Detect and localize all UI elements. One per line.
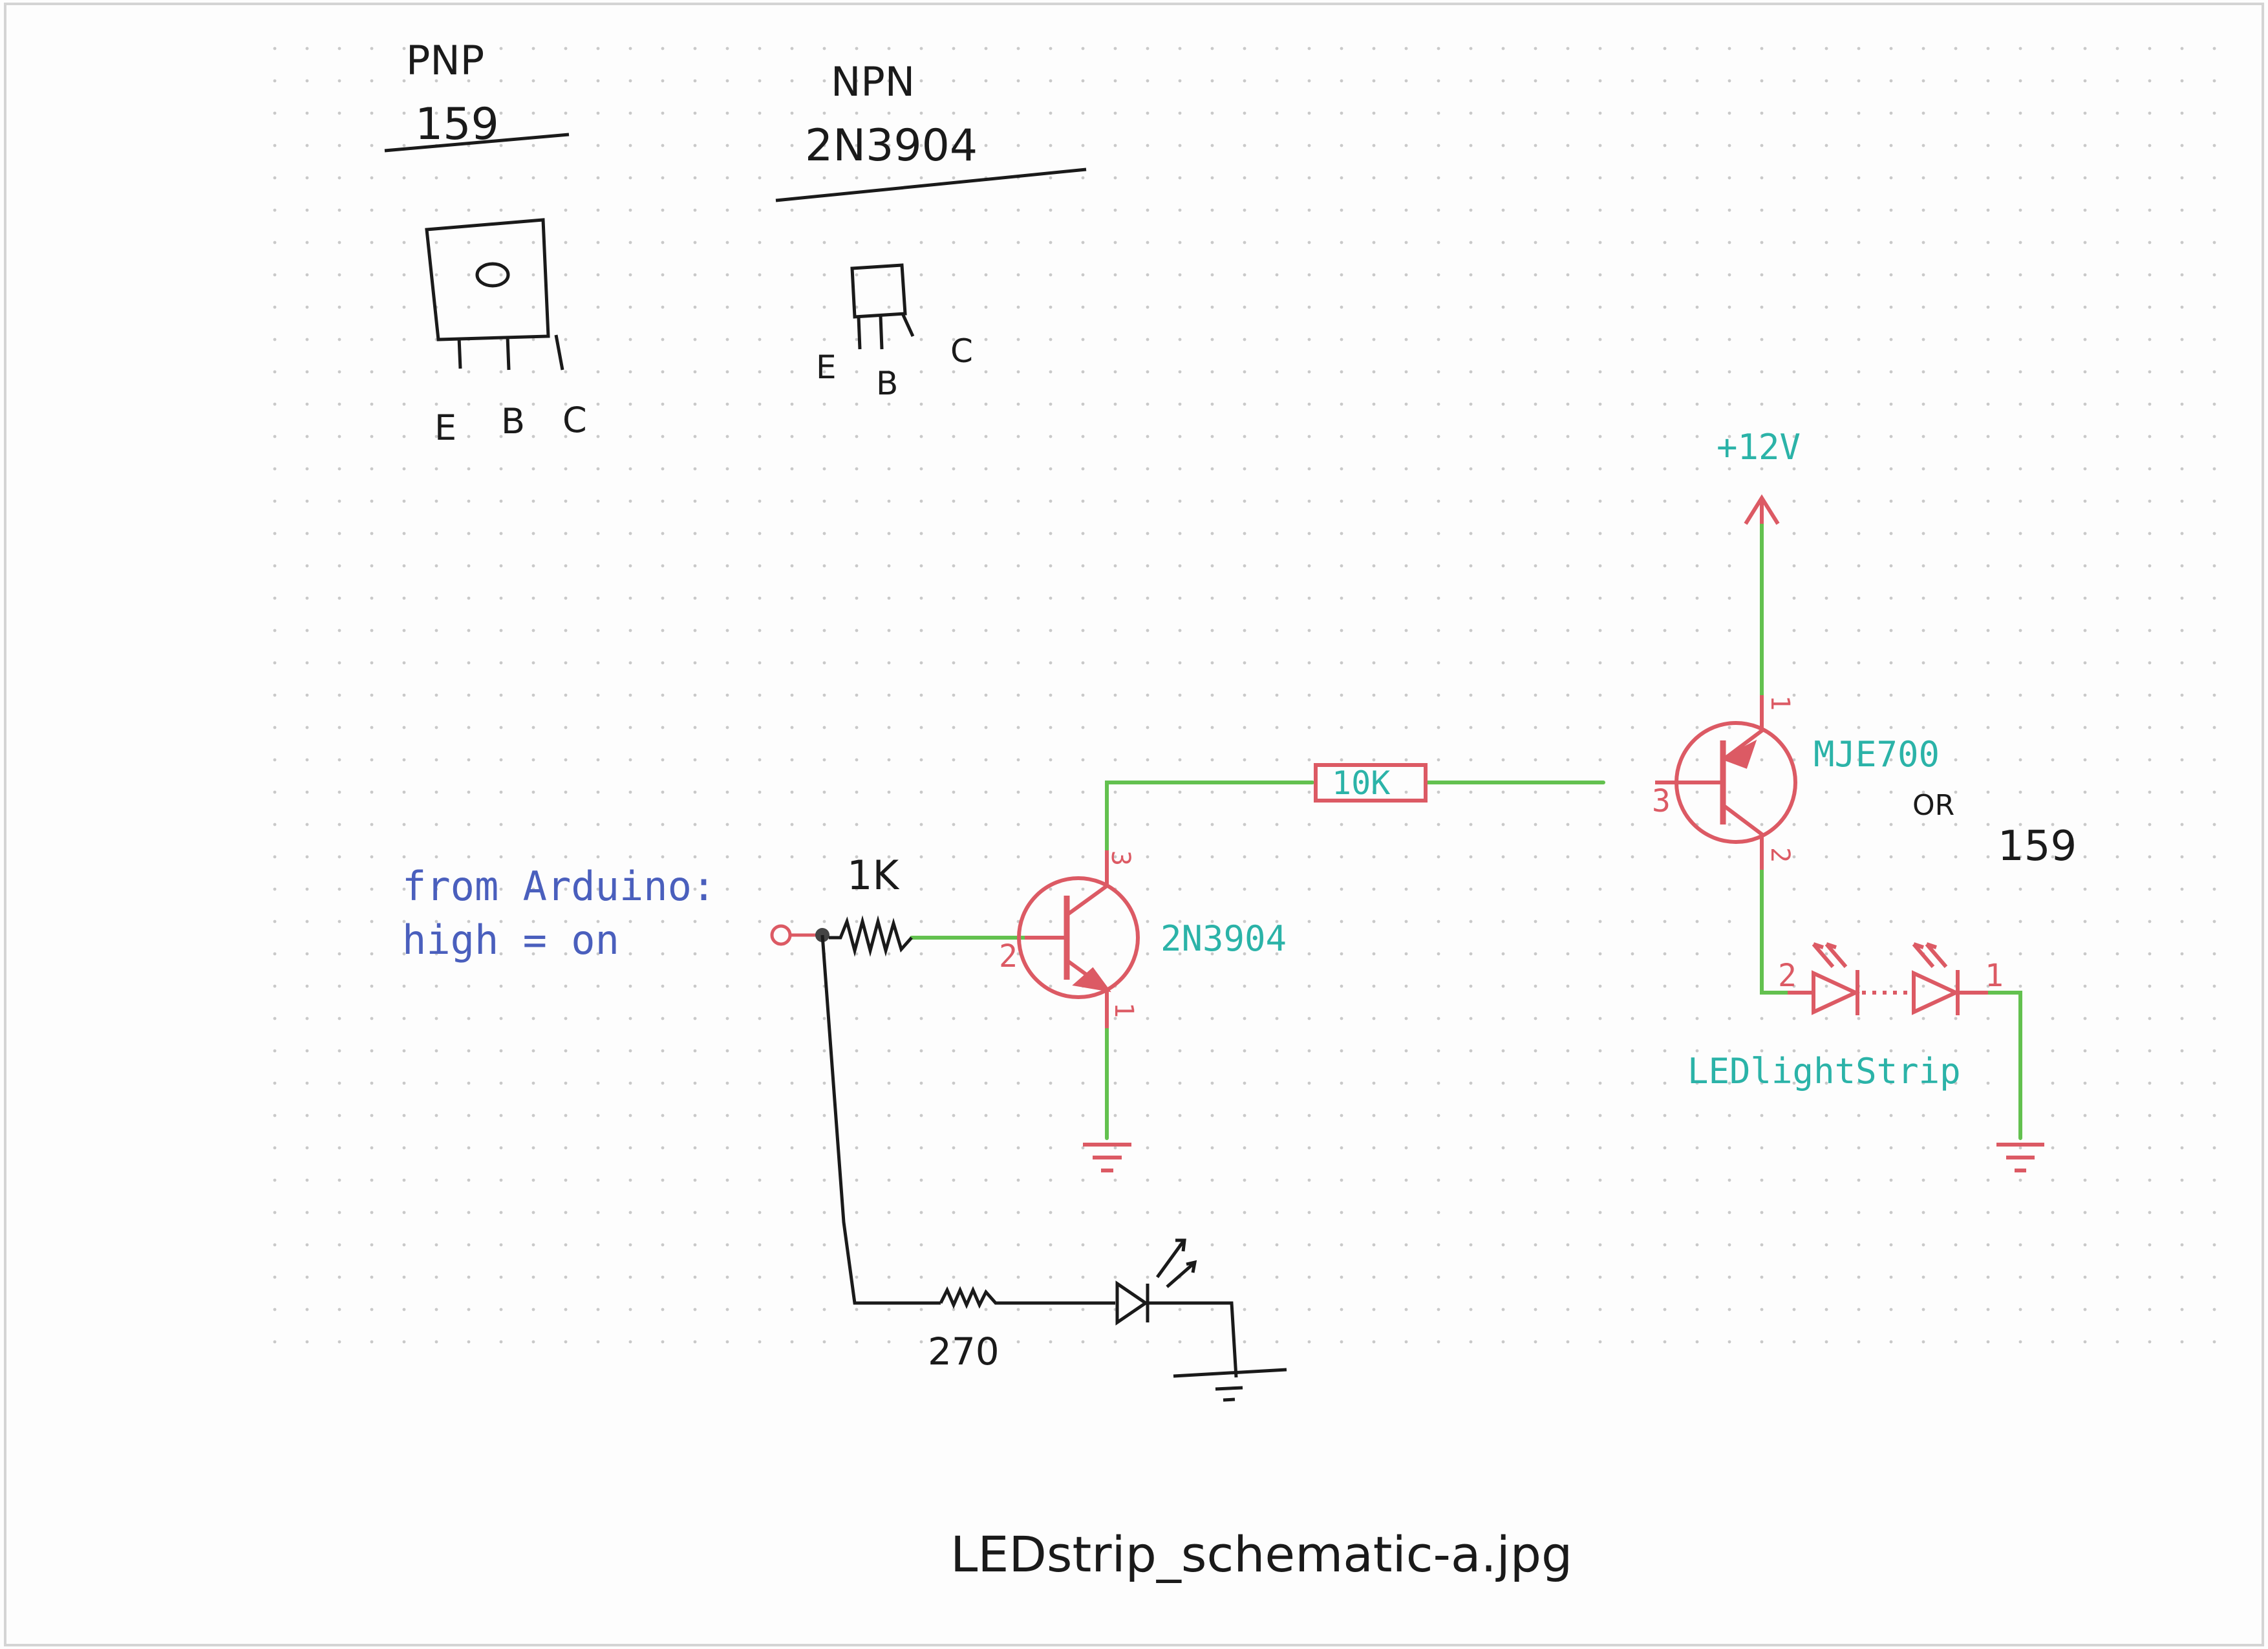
- q2-collector-lead: [1722, 803, 1764, 870]
- q1-pin-emitter: 1: [1109, 1002, 1139, 1018]
- resistor-1k-label: 1K: [847, 852, 899, 899]
- q2-pin-emitter: 1: [1765, 695, 1795, 711]
- indicator-wire-to-ground: [1148, 1301, 1238, 1378]
- paper-edge: [4, 3, 2264, 1646]
- q1-body: [1017, 876, 1140, 999]
- led-strip-emission-1: [1812, 942, 1848, 968]
- resistor-10k-label: 10K: [1332, 764, 1390, 802]
- npn-type-label: NPN: [831, 58, 915, 105]
- pnp-pin-e: E: [434, 407, 456, 448]
- indicator-ground-symbol: [1173, 1368, 1287, 1402]
- q2-pin-collector: 2: [1765, 847, 1795, 863]
- q2-emitter-lead: [1722, 695, 1764, 762]
- q2-alt-or-label: OR: [1912, 789, 1954, 822]
- indicator-resistor-label: 270: [928, 1330, 1000, 1374]
- wire-q2-collector-to-led: [1760, 865, 1790, 995]
- npn-package-outline: [850, 263, 907, 319]
- npn-pinout-sketch: NPN 2N3904 E B C: [775, 58, 1087, 402]
- pnp-pinout-sketch: PNP 159 E B C: [384, 37, 587, 448]
- input-comment-line2: high = on: [402, 916, 619, 964]
- dot-grid: [255, 39, 2221, 1364]
- pnp-underline: [384, 133, 570, 153]
- led-strip-label: LEDlightStrip: [1687, 1051, 1961, 1092]
- q1-pin-collector: 3: [1106, 850, 1135, 866]
- indicator-resistor-zigzag: [939, 1286, 1115, 1310]
- led-pin-cathode: 1: [1985, 958, 2004, 994]
- wire-led-to-ground: [1986, 991, 2022, 1140]
- pnp-package-outline: [425, 218, 550, 341]
- npn-part-label: 2N3904: [805, 120, 978, 171]
- pnp-pin-c: C: [562, 400, 587, 440]
- q2-part-label: MJE700: [1813, 734, 1940, 775]
- indicator-wire-down: [820, 934, 941, 1305]
- q1-2n3904-symbol: [1017, 850, 1140, 1028]
- led-strip-emission-2: [1912, 942, 1948, 968]
- q1-emitter-arrow: [1072, 967, 1111, 993]
- input-comment-line1: from Arduino:: [402, 863, 716, 910]
- q1-pin-base: 2: [999, 938, 1018, 975]
- pnp-type-label: PNP: [406, 37, 484, 84]
- supply-label: +12V: [1717, 427, 1801, 468]
- q2-mje700-symbol: [1655, 695, 1797, 870]
- q1-collector-lead: [1065, 850, 1109, 917]
- pnp-mounting-hole: [475, 262, 510, 288]
- q2-emitter-arrow: [1720, 739, 1757, 769]
- pnp-pin-legs: [457, 334, 564, 371]
- supply-arrow: [1744, 494, 1780, 525]
- npn-pin-e: E: [816, 349, 837, 386]
- q2-pin-base: 3: [1652, 783, 1671, 819]
- npn-pin-b: B: [876, 365, 898, 402]
- pnp-pin-b: B: [501, 401, 525, 442]
- resistor-1k-zigzag: [829, 915, 913, 957]
- indicator-led-emission: [1155, 1238, 1197, 1288]
- led-ground-symbol: [1996, 1143, 2044, 1172]
- filename-caption: LEDstrip_schematic-a.jpg: [950, 1525, 1572, 1583]
- npn-underline: [775, 167, 1087, 202]
- q1-ground-symbol: [1083, 1143, 1131, 1172]
- led-pin-anode: 2: [1778, 958, 1797, 994]
- q2-alt-part-label: 159: [1998, 823, 2077, 870]
- indicator-led-branch: [820, 934, 1287, 1402]
- resistor-10k-body: [1314, 763, 1428, 803]
- npn-pin-legs: [857, 312, 915, 350]
- npn-pin-c: C: [950, 332, 973, 370]
- q1-part-label: 2N3904: [1161, 918, 1287, 959]
- led-strip-symbol: [1788, 942, 1988, 1015]
